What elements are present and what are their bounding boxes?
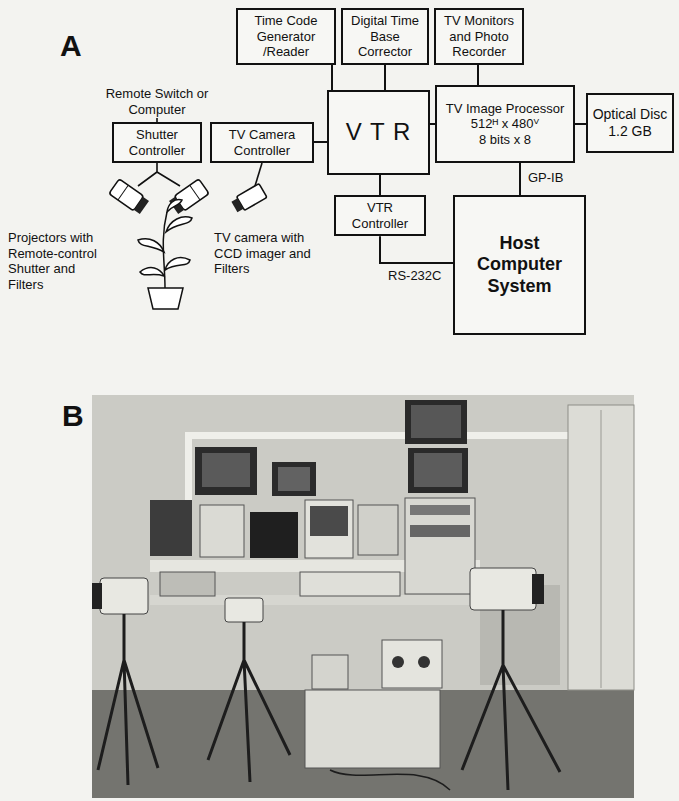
- node-text: V T R: [346, 118, 411, 147]
- node-text: TV Image Processor: [446, 101, 565, 117]
- connector-line: [384, 65, 386, 90]
- connector-line: [477, 65, 479, 85]
- node-text: Optical Disc 1.2 GB: [592, 106, 668, 140]
- vtr-box: V T R: [327, 90, 430, 175]
- panel-letter: B: [62, 398, 92, 434]
- panel-letter: A: [60, 28, 100, 64]
- projector-symbol: [168, 179, 209, 215]
- processor-box: TV Image Processor512ᴴ x 480ⱽ8 bits x 8: [435, 85, 575, 163]
- process-box: TV Monitors and Photo Recorder: [434, 8, 524, 65]
- process-box: Shutter Controller: [112, 122, 202, 163]
- node-text: VTR Controller: [340, 200, 420, 231]
- shutter-cable: [138, 163, 180, 186]
- edge-label: RS-232C: [386, 268, 443, 284]
- camera-cable: [255, 163, 262, 186]
- connector-line: [331, 65, 333, 90]
- photo-scene: [92, 395, 634, 798]
- annotation: TV camera with CCD imager and Filters: [214, 230, 318, 277]
- node-text: Time Code Generator /Reader: [242, 13, 330, 60]
- node-text: 512ᴴ x 480ⱽ: [471, 116, 539, 132]
- process-box: VTR Controller: [334, 195, 426, 236]
- process-box: TV Camera Controller: [210, 122, 314, 163]
- connector-line: [575, 123, 586, 125]
- node-text: Digital Time Base Corrector: [347, 13, 423, 60]
- storage-box: Optical Disc 1.2 GB: [586, 93, 674, 153]
- connector-line: [379, 175, 381, 195]
- annotation: Projectors with Remote-control Shutter a…: [8, 230, 110, 292]
- connector-line: [519, 163, 521, 195]
- edge-label: GP-IB: [526, 170, 565, 186]
- node-text: Shutter Controller: [118, 127, 196, 158]
- node-text: TV Monitors and Photo Recorder: [440, 13, 518, 60]
- connector-line: [380, 236, 453, 263]
- node-text: Host Computer System: [475, 233, 564, 298]
- connector-line: [314, 141, 327, 143]
- plant-illustration: [138, 200, 192, 309]
- annotation: Remote Switch or Computer: [100, 86, 214, 117]
- process-box: Time Code Generator /Reader: [236, 8, 336, 65]
- node-text: TV Camera Controller: [216, 127, 308, 158]
- computer-box: Host Computer System: [453, 195, 586, 335]
- node-text: 8 bits x 8: [479, 132, 531, 148]
- camera-symbol: [230, 184, 267, 214]
- process-box: Digital Time Base Corrector: [341, 8, 429, 65]
- projector-symbol: [109, 179, 150, 215]
